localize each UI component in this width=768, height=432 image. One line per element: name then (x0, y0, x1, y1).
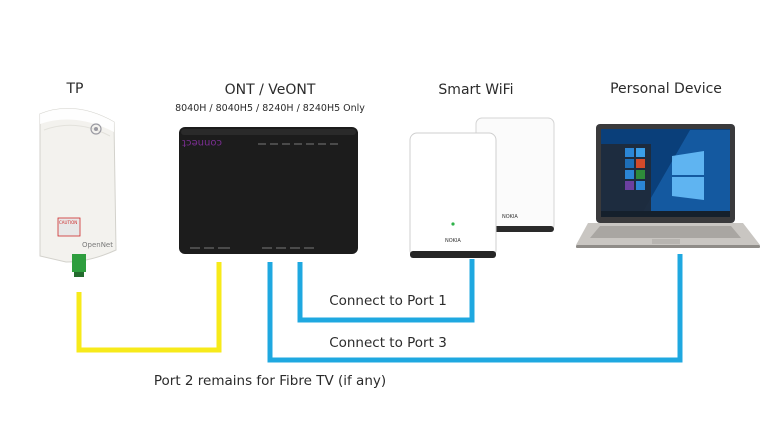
ont-brand-logo: connect (182, 137, 222, 148)
tp-fibre-connector (72, 254, 86, 272)
port2-note: Port 2 remains for Fibre TV (if any) (154, 373, 386, 389)
port3-label: Connect to Port 3 (329, 335, 447, 351)
touchpad (652, 239, 680, 244)
wifi-cable-port1 (297, 259, 475, 323)
windows-logo-icon (672, 151, 704, 200)
start-menu-tiles (625, 148, 645, 190)
tp-brand-text: OpenNet (82, 241, 113, 249)
ont-port-labels (190, 247, 314, 249)
device-cable-port3 (267, 254, 683, 363)
tp-title: TP (66, 81, 84, 97)
tp-caution-text: CAUTION (59, 220, 77, 225)
ont-device: connect (179, 127, 358, 254)
port1-label: Connect to Port 1 (329, 293, 447, 309)
tp-logo-icon (90, 123, 102, 135)
smart-wifi-device: NOKIA NOKIA (409, 117, 555, 258)
wifi-title: Smart WiFi (438, 82, 513, 98)
ont-model-note: 8040H / 8040H5 / 8240H / 8240H5 Only (175, 103, 365, 114)
fibre-tv-cable (76, 262, 222, 353)
tp-caution-sticker (57, 217, 81, 237)
tp-device: CAUTION OpenNet (39, 108, 117, 277)
wifi-status-led (451, 222, 455, 226)
ont-body (179, 127, 358, 254)
wifi-back-brand: NOKIA (502, 214, 518, 220)
laptop-device (576, 124, 760, 248)
ont-status-leds (258, 143, 338, 145)
ont-title: ONT / VeONT (225, 82, 316, 98)
pc-title: Personal Device (610, 81, 722, 97)
taskbar (601, 211, 730, 217)
tp-body (39, 108, 117, 263)
wifi-front-brand: NOKIA (445, 238, 461, 244)
cables (76, 254, 683, 363)
